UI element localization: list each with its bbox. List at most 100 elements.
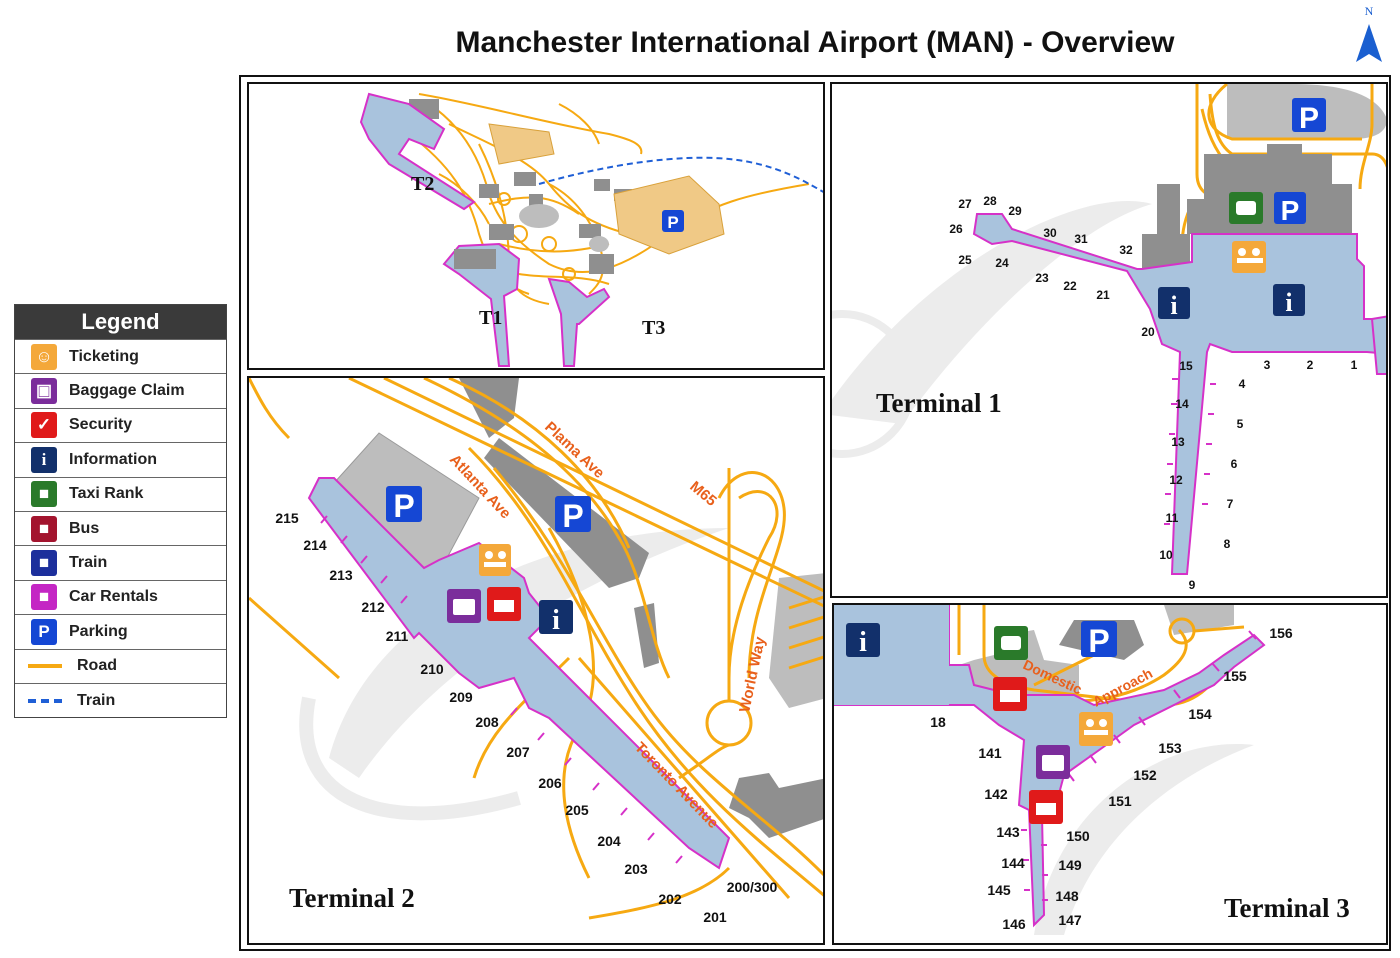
- t3-gate-156[interactable]: 156: [1269, 625, 1293, 641]
- t1-gate-9[interactable]: 9: [1189, 578, 1196, 592]
- t3-gate-145[interactable]: 145: [987, 882, 1011, 898]
- t2-gate-200-300[interactable]: 200/300: [727, 879, 778, 895]
- t2-gate-206[interactable]: 206: [538, 775, 562, 791]
- t2-gate-211[interactable]: 211: [386, 628, 409, 644]
- t2-parking-icon-right[interactable]: [555, 496, 591, 532]
- overview-t3-label[interactable]: T3: [642, 317, 665, 339]
- legend-item-bus: ■Bus: [15, 510, 226, 545]
- t1-gate-24[interactable]: 24: [995, 256, 1009, 270]
- t1-gate-23[interactable]: 23: [1035, 271, 1049, 285]
- t1-gate-6[interactable]: 6: [1231, 457, 1238, 471]
- t1-parking-icon[interactable]: [1274, 192, 1306, 224]
- t1-gate-10[interactable]: 10: [1159, 548, 1173, 562]
- t2-gate-204[interactable]: 204: [597, 833, 621, 849]
- t3-parking-icon[interactable]: [1081, 621, 1117, 657]
- overview-parking-icon[interactable]: [662, 210, 684, 232]
- t3-gate-154[interactable]: 154: [1188, 706, 1212, 722]
- t1-information-icon-right[interactable]: [1273, 284, 1305, 316]
- t1-gate-27[interactable]: 27: [958, 197, 972, 211]
- t2-gate-209[interactable]: 209: [449, 689, 473, 705]
- t3-gate-150[interactable]: 150: [1066, 828, 1090, 844]
- t1-gate-2[interactable]: 2: [1307, 358, 1314, 372]
- terminal2-map-panel[interactable]: Atlanta Ave Plama Ave M65 World Way Toro…: [247, 376, 825, 945]
- legend-item-taxi-rank: ■Taxi Rank: [15, 476, 226, 511]
- t3-gate-147[interactable]: 147: [1058, 912, 1082, 928]
- t2-gate-213[interactable]: 213: [329, 567, 353, 583]
- t1-gate-13[interactable]: 13: [1171, 435, 1185, 449]
- t1-gate-3[interactable]: 3: [1264, 358, 1271, 372]
- t1-gate-30[interactable]: 30: [1043, 226, 1057, 240]
- terminal1-map: P P i i Terminal 1 123456789101112131415…: [832, 84, 1386, 592]
- t3-gate-155[interactable]: 155: [1223, 668, 1247, 684]
- t2-gate-215[interactable]: 215: [275, 510, 299, 526]
- t1-gate-22[interactable]: 22: [1063, 279, 1077, 293]
- t1-gate-12[interactable]: 12: [1169, 473, 1183, 487]
- t3-ticketing-icon[interactable]: [1079, 712, 1113, 746]
- t1-gate-11[interactable]: 11: [1166, 511, 1179, 525]
- t3-gate-148[interactable]: 148: [1055, 888, 1079, 904]
- t2-gate-212[interactable]: 212: [361, 599, 385, 615]
- t1-parking-label-top: P: [1299, 102, 1319, 135]
- t2-gate-208[interactable]: 208: [475, 714, 499, 730]
- t1-gate-7[interactable]: 7: [1227, 497, 1234, 511]
- t2-gate-205[interactable]: 205: [565, 802, 589, 818]
- t1-gate-15[interactable]: 15: [1179, 359, 1193, 373]
- legend-item-baggage-claim: ▣Baggage Claim: [15, 373, 226, 407]
- legend-item-security: ✓Security: [15, 407, 226, 442]
- t3-gate-152[interactable]: 152: [1133, 767, 1157, 783]
- ticketing-icon: ☺: [31, 343, 57, 370]
- terminal3-map: Domestic Approach i P Terminal 3 1814114…: [834, 605, 1350, 935]
- legend-item-car-rentals: ■Car Rentals: [15, 579, 226, 614]
- t3-information-icon[interactable]: [846, 623, 880, 657]
- t2-gate-214[interactable]: 214: [303, 537, 327, 553]
- t2-gate-207[interactable]: 207: [506, 744, 530, 760]
- t1-gate-29[interactable]: 29: [1008, 204, 1022, 218]
- t1-gate-26[interactable]: 26: [949, 222, 963, 236]
- t3-gate-18[interactable]: 18: [930, 714, 946, 730]
- page-title: Manchester International Airport (MAN) -…: [455, 26, 1175, 59]
- t1-gate-8[interactable]: 8: [1224, 537, 1231, 551]
- t2-parking-icon-left[interactable]: [386, 486, 422, 522]
- t2-gate-202[interactable]: 202: [658, 891, 682, 907]
- t1-gate-5[interactable]: 5: [1237, 417, 1244, 431]
- t1-gate-25[interactable]: 25: [958, 253, 972, 267]
- t1-parking-icon-top[interactable]: [1292, 98, 1326, 132]
- t1-gate-1[interactable]: 1: [1351, 358, 1358, 372]
- t2-gate-210[interactable]: 210: [420, 661, 444, 677]
- north-arrow: N: [1352, 4, 1386, 66]
- overview-map-panel[interactable]: P T2 T1 T3: [247, 82, 825, 370]
- t2-information-icon[interactable]: [539, 600, 573, 634]
- t1-gate-20[interactable]: 20: [1141, 325, 1155, 339]
- overview-t1-label[interactable]: T1: [479, 307, 502, 329]
- t1-gate-14[interactable]: 14: [1175, 397, 1189, 411]
- t1-gate-31[interactable]: 31: [1074, 232, 1088, 246]
- t2-street-m65: M65: [686, 478, 719, 510]
- t1-ticketing-icon[interactable]: [1232, 241, 1266, 273]
- t1-information-icon-left[interactable]: [1158, 287, 1190, 319]
- legend-label: Train: [69, 554, 108, 572]
- legend: Legend ☺Ticketing▣Baggage Claim✓Security…: [14, 304, 227, 719]
- t3-gate-149[interactable]: 149: [1058, 857, 1082, 873]
- t3-gate-151[interactable]: 151: [1108, 793, 1132, 809]
- t3-gate-141[interactable]: 141: [978, 745, 1002, 761]
- overview-map: P T2 T1 T3: [359, 92, 823, 367]
- t2-gate-203[interactable]: 203: [624, 861, 648, 877]
- t1-gate-32[interactable]: 32: [1119, 243, 1133, 257]
- overview-t2-label[interactable]: T2: [411, 173, 434, 195]
- t1-information-label-right: i: [1285, 288, 1292, 317]
- t2-gate-201[interactable]: 201: [703, 909, 727, 925]
- bus-icon: ■: [31, 515, 57, 542]
- t3-gate-146[interactable]: 146: [1002, 916, 1026, 932]
- north-label: N: [1364, 4, 1374, 18]
- t1-gate-21[interactable]: 21: [1096, 288, 1110, 302]
- t1-gate-4[interactable]: 4: [1239, 377, 1246, 391]
- t3-gate-143[interactable]: 143: [996, 824, 1020, 840]
- t3-gate-142[interactable]: 142: [984, 786, 1008, 802]
- t3-gate-153[interactable]: 153: [1158, 740, 1182, 756]
- t1-gate-28[interactable]: 28: [983, 194, 997, 208]
- t3-gate-144[interactable]: 144: [1001, 855, 1025, 871]
- t2-ticketing-icon[interactable]: [479, 544, 511, 576]
